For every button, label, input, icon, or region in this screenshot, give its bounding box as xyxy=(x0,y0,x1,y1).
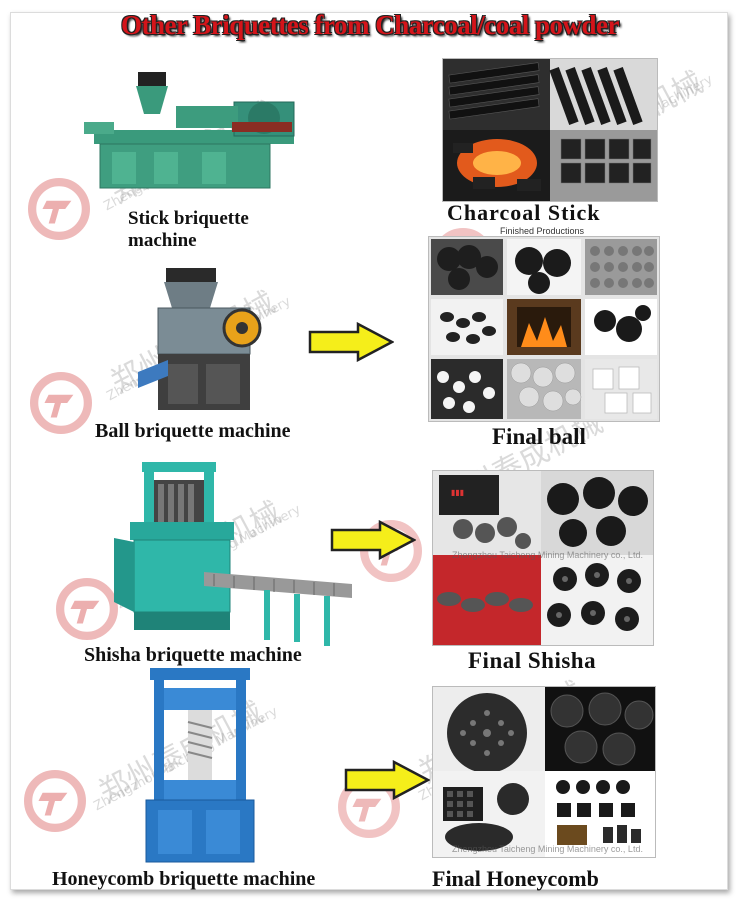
taicheng-logo-icon xyxy=(56,578,118,640)
taicheng-logo-icon xyxy=(30,372,92,434)
shisha-machine-label: Shisha briquette machine xyxy=(84,644,302,666)
honeycomb-machine-label: Honeycomb briquette machine xyxy=(52,868,316,890)
final-shisha-label: Final Shisha xyxy=(468,648,597,673)
photo-watermark-text: Zhengzhou Taicheng Mining Machinery co.,… xyxy=(452,550,643,560)
photo-watermark-text: Zhengzhou Taicheng Mining Machinery co.,… xyxy=(452,844,643,854)
arrow-right-icon xyxy=(330,520,416,560)
stick-machine-label: Stick briquette machine xyxy=(128,208,249,251)
ball-briquette-machine-image xyxy=(138,268,262,410)
finished-productions-caption: Finished Productions xyxy=(500,226,585,236)
taicheng-logo-icon xyxy=(28,178,90,240)
honeycomb-briquette-machine-image xyxy=(145,668,255,863)
final-honeycomb-photo xyxy=(432,686,656,858)
shisha-briquette-machine-image xyxy=(114,462,352,646)
page-title: Other Briquettes from Charcoal/coal powd… xyxy=(121,10,619,40)
arrow-right-icon xyxy=(344,760,430,800)
stick-briquette-machine-image xyxy=(84,72,295,189)
ball-machine-label: Ball briquette machine xyxy=(95,420,291,442)
svg-text:▮▮▮: ▮▮▮ xyxy=(451,488,464,497)
final-ball-photo xyxy=(428,236,660,422)
arrow-right-icon xyxy=(308,322,394,362)
taicheng-logo-icon xyxy=(24,770,86,832)
final-shisha-photo: ▮▮▮ xyxy=(432,470,654,646)
charcoal-stick-photo xyxy=(442,58,658,202)
final-ball-label: Final ball xyxy=(492,424,586,449)
final-honeycomb-label: Final Honeycomb xyxy=(432,866,599,891)
charcoal-stick-label: Charcoal Stick xyxy=(447,200,601,225)
